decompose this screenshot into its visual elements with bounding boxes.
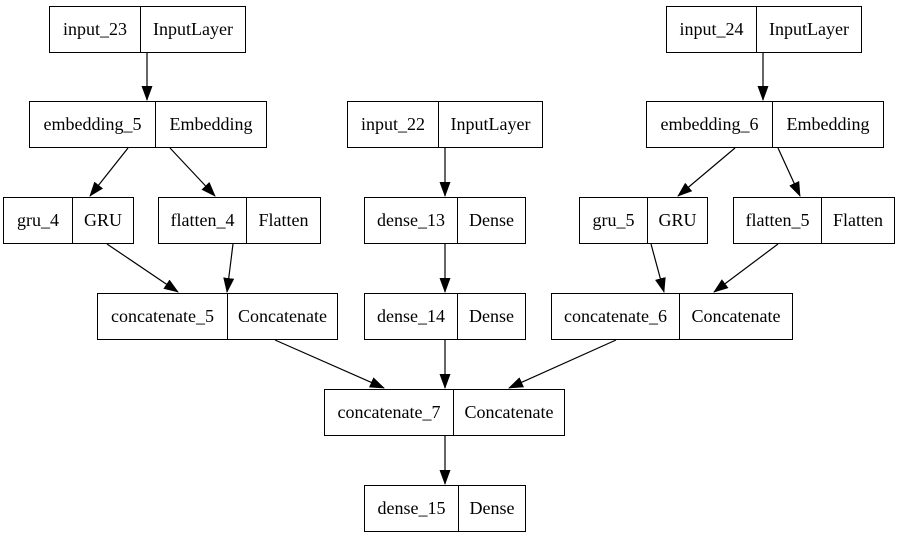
layer-type-cell: InputLayer (769, 19, 849, 39)
layer-name-cell: dense_14 (365, 294, 458, 339)
edge-concatenate_5-concatenate_7 (274, 339, 385, 389)
edge-gru_4-concatenate_5 (106, 243, 179, 293)
layer-name-cell: concatenate_5 (98, 294, 228, 339)
layer-name-cell: gru_5 (580, 198, 648, 243)
node-input_24: input_24 InputLayer (666, 6, 862, 53)
layer-name-cell: concatenate_7 (325, 390, 454, 435)
layer-type-cell: GRU (658, 210, 697, 230)
layer-name-cell: gru_4 (4, 198, 73, 243)
layer-name-cell: flatten_5 (734, 198, 822, 243)
edge-embedding_6-gru_5 (677, 147, 736, 197)
layer-type-cell: Embedding (169, 114, 253, 134)
layer-type-cell: InputLayer (450, 114, 531, 134)
layer-type-cell: InputLayer (153, 19, 233, 39)
edge-flatten_4-concatenate_5 (223, 243, 235, 293)
node-flatten_5: flatten_5 Flatten (733, 197, 895, 244)
edge-gru_5-concatenate_6 (650, 243, 666, 293)
node-embedding_6: embedding_6 Embedding (646, 101, 884, 148)
layer-name-cell: flatten_4 (159, 198, 247, 243)
node-input_23: input_23 InputLayer (49, 6, 246, 53)
layer-name-cell: input_23 (50, 7, 141, 52)
edge-concatenate_6-concatenate_7 (508, 339, 617, 389)
edge-flatten_5-concatenate_6 (713, 243, 779, 293)
layer-type-cell: Concatenate (238, 306, 327, 326)
layer-name-cell: embedding_5 (30, 102, 156, 147)
layer-name-cell: dense_15 (365, 486, 459, 531)
layer-type-cell: Dense (469, 210, 514, 230)
layer-name-cell: embedding_6 (647, 102, 773, 147)
layer-type-cell: Embedding (786, 114, 870, 134)
layer-name-cell: concatenate_6 (552, 294, 680, 339)
node-input_22: input_22 InputLayer (347, 101, 543, 148)
layer-type-cell: Concatenate (464, 402, 554, 422)
layer-type-cell: Flatten (258, 210, 309, 230)
layer-name-cell: dense_13 (365, 198, 458, 243)
layer-type-cell: GRU (83, 210, 122, 230)
node-concatenate_7: concatenate_7 Concatenate (324, 389, 565, 436)
edge-embedding_5-flatten_4 (169, 147, 216, 197)
edge-embedding_6-flatten_5 (777, 147, 801, 197)
layer-type-cell: Dense (469, 498, 515, 518)
node-dense_14: dense_14 Dense (364, 293, 526, 340)
node-dense_15: dense_15 Dense (364, 485, 526, 532)
node-dense_13: dense_13 Dense (364, 197, 526, 244)
edge-embedding_5-gru_4 (89, 147, 129, 197)
layer-type-cell: Concatenate (691, 306, 781, 326)
node-gru_5: gru_5 GRU (579, 197, 708, 244)
layer-name-cell: input_24 (667, 7, 757, 52)
layer-name-cell: input_22 (348, 102, 439, 147)
node-concatenate_5: concatenate_5 Concatenate (97, 293, 338, 340)
node-gru_4: gru_4 GRU (3, 197, 134, 244)
node-concatenate_6: concatenate_6 Concatenate (551, 293, 793, 340)
node-flatten_4: flatten_4 Flatten (158, 197, 321, 244)
node-embedding_5: embedding_5 Embedding (29, 101, 267, 148)
layer-type-cell: Dense (469, 306, 514, 326)
layer-type-cell: Flatten (833, 210, 883, 230)
